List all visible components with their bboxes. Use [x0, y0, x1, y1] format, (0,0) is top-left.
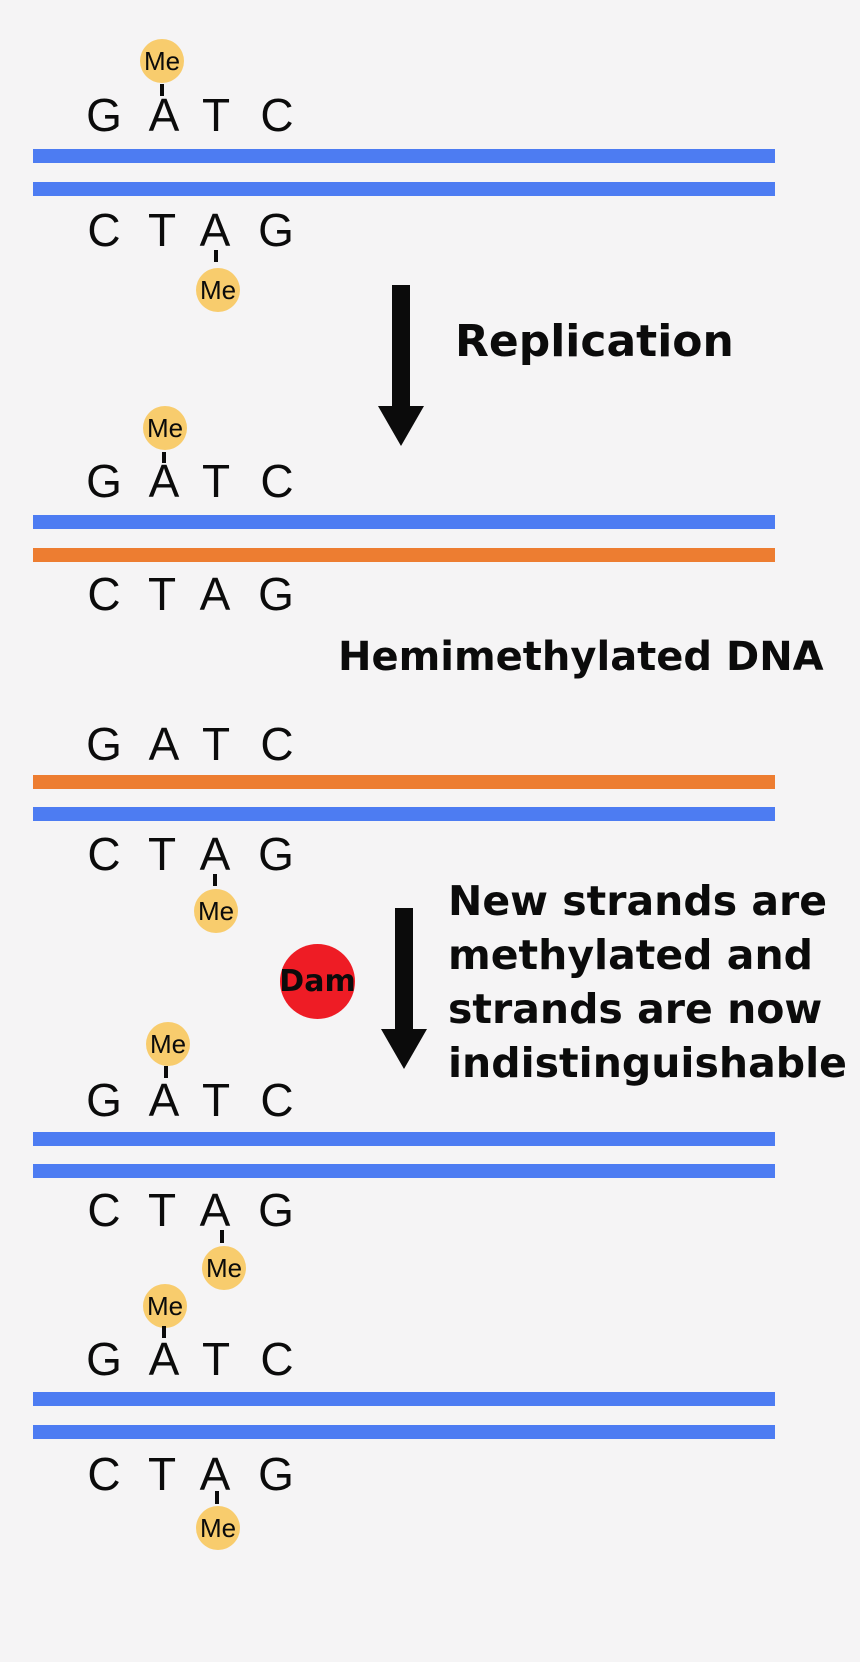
- replication-label: Replication: [455, 316, 734, 367]
- base-letter: T: [201, 1074, 231, 1126]
- methyl-bond-tick: [220, 1230, 224, 1243]
- methyl-me-badge: Me: [146, 1022, 190, 1066]
- replication-arrow-head: [378, 406, 424, 446]
- methyl-label: Me: [149, 1029, 187, 1059]
- parental-strand-bar: [33, 1425, 775, 1439]
- base-letter: C: [87, 828, 121, 880]
- base-letter: C: [87, 1448, 121, 1500]
- base-letter: A: [199, 568, 231, 620]
- base-letter: G: [86, 89, 122, 141]
- methyl-label: Me: [205, 1253, 243, 1283]
- base-letter: T: [201, 718, 231, 770]
- methyl-me-badge: Me: [196, 1506, 240, 1550]
- methyl-me-badge: Me: [194, 889, 238, 933]
- base-letter: A: [148, 1074, 180, 1126]
- new-strand-bar: [33, 775, 775, 789]
- methyl-bond-tick: [164, 1066, 168, 1078]
- parental-strand-bar: [33, 807, 775, 821]
- base-letter: C: [260, 455, 294, 507]
- parental-strand-bar: [33, 1164, 775, 1178]
- base-letter: C: [87, 204, 121, 256]
- parental-strand-bar: [33, 149, 775, 163]
- methyl-bond-tick: [213, 874, 217, 886]
- base-letter: T: [201, 89, 231, 141]
- base-letter: T: [201, 1333, 231, 1385]
- parental-strand-bar: [33, 182, 775, 196]
- methyl-bond-tick: [215, 1491, 219, 1504]
- methyl-me-badge: Me: [140, 39, 184, 83]
- methyl-label: Me: [146, 413, 184, 443]
- base-letter: A: [199, 204, 231, 256]
- methyl-label: Me: [146, 1291, 184, 1321]
- base-letter: T: [147, 568, 177, 620]
- methyl-bond-tick: [160, 84, 164, 96]
- base-letter: C: [260, 89, 294, 141]
- hemimethylated-dna-label: Hemimethylated DNA: [338, 634, 824, 680]
- base-letter: C: [87, 1184, 121, 1236]
- base-letter: A: [148, 89, 180, 141]
- base-letter: G: [258, 828, 294, 880]
- base-letter: A: [148, 455, 180, 507]
- methyl-me-badge: Me: [202, 1246, 246, 1290]
- base-letter: G: [258, 568, 294, 620]
- note-line: indistinguishable: [448, 1039, 847, 1087]
- base-letter: A: [199, 828, 231, 880]
- base-letter: G: [258, 204, 294, 256]
- methyl-label: Me: [143, 46, 181, 76]
- methyl-me-badge: Me: [143, 1284, 187, 1328]
- base-letter: G: [86, 455, 122, 507]
- methyl-label: Me: [197, 896, 235, 926]
- dam-label: Dam: [279, 963, 356, 999]
- methyl-me-badge: Me: [196, 268, 240, 312]
- base-letter: T: [201, 455, 231, 507]
- base-letter: C: [260, 1074, 294, 1126]
- methyl-label: Me: [199, 1513, 237, 1543]
- methyl-bond-tick: [214, 250, 218, 262]
- note-line: methylated and: [448, 931, 813, 979]
- dam-enzyme-badge: Dam: [279, 944, 356, 1019]
- methylation-arrow-head: [381, 1029, 427, 1069]
- base-letter: C: [87, 568, 121, 620]
- base-letter: G: [258, 1448, 294, 1500]
- base-letter: A: [148, 1333, 180, 1385]
- base-letter: T: [147, 828, 177, 880]
- base-letter: G: [86, 1074, 122, 1126]
- note-line: New strands are: [448, 877, 828, 925]
- base-letter: A: [199, 1184, 231, 1236]
- parental-strand-bar: [33, 1132, 775, 1146]
- methylation-note: New strands are methylated and strands a…: [448, 874, 847, 1090]
- parental-strand-bar: [33, 515, 775, 529]
- base-letter: A: [148, 718, 180, 770]
- methylation-arrow-shaft: [395, 908, 413, 1032]
- base-letter: G: [86, 718, 122, 770]
- methyl-bond-tick: [162, 452, 166, 463]
- base-letter: A: [199, 1448, 231, 1500]
- new-strand-bar: [33, 548, 775, 562]
- base-letter: T: [147, 1184, 177, 1236]
- methyl-label: Me: [199, 275, 237, 305]
- base-letter: C: [260, 718, 294, 770]
- base-letter: G: [86, 1333, 122, 1385]
- parental-strand-bar: [33, 1392, 775, 1406]
- methyl-bond-tick: [162, 1326, 166, 1338]
- base-letter: G: [258, 1184, 294, 1236]
- base-letter: T: [147, 1448, 177, 1500]
- base-letter: T: [147, 204, 177, 256]
- note-line: strands are now: [448, 985, 823, 1033]
- methyl-me-badge: Me: [143, 406, 187, 450]
- base-letter: C: [260, 1333, 294, 1385]
- replication-arrow-shaft: [392, 285, 410, 409]
